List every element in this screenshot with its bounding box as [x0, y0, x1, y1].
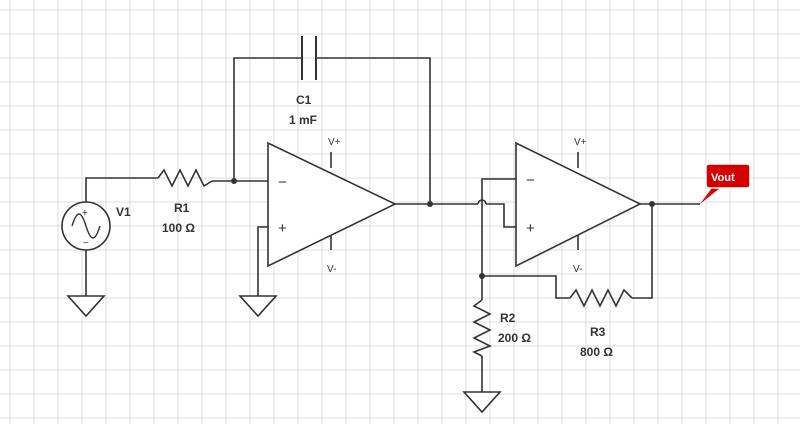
vout-tag-pointer — [700, 188, 720, 204]
ground-icon — [66, 295, 106, 318]
r1-label: R1 — [174, 201, 190, 215]
opamp2-noninverting-sign: + — [526, 220, 535, 237]
vout-label: Vout — [711, 172, 735, 184]
r3-label: R3 — [590, 325, 606, 339]
junction-dot — [231, 178, 237, 184]
source-plus-sign: + — [82, 208, 88, 219]
junction-dot — [479, 273, 485, 279]
opamp2-triangle — [515, 141, 642, 268]
wires — [85, 57, 700, 392]
source-minus-sign: − — [83, 238, 89, 249]
capacitor-c1[interactable]: C1 1 mF — [289, 36, 317, 127]
vout-tag-box — [705, 163, 751, 189]
opamp1-vplus-label: V+ — [328, 137, 341, 148]
resistor-r2[interactable]: R2 200 Ω — [472, 299, 531, 357]
ac-source-v1[interactable]: + − V1 — [61, 201, 131, 251]
wire-node-to-r3 — [482, 275, 570, 299]
ground-icon — [462, 391, 502, 414]
opamp1-vminus-label: V- — [327, 264, 336, 275]
ground-v1 — [66, 295, 106, 318]
resistor-r3-zigzag — [569, 288, 633, 308]
c1-value: 1 mF — [289, 113, 317, 127]
junctions — [231, 178, 655, 279]
resistor-r2-zigzag — [472, 299, 492, 357]
junction-dot — [427, 201, 433, 207]
r3-value: 800 Ω — [580, 345, 613, 359]
resistor-r1[interactable]: R1 100 Ω — [157, 168, 213, 235]
wire-inv2-node — [481, 178, 516, 276]
wire-feedback-right — [316, 57, 431, 204]
opamp1-triangle — [267, 141, 397, 268]
resistor-r3[interactable]: R3 800 Ω — [569, 288, 633, 359]
r2-label: R2 — [500, 311, 516, 325]
opamp2-vminus-label: V- — [573, 264, 582, 275]
opamp-1[interactable]: − + V+ V- — [267, 137, 397, 275]
opamp2-vplus-label: V+ — [574, 137, 587, 148]
wire-feedback-left — [233, 57, 302, 181]
wire-noninv1-ground — [257, 226, 268, 296]
v1-label: V1 — [116, 205, 131, 219]
vout-output-tag[interactable]: Vout — [700, 163, 751, 204]
r1-value: 100 Ω — [162, 221, 195, 235]
wire-to-noninv2 — [486, 203, 516, 228]
ground-opamp1 — [238, 295, 278, 318]
ground-r2 — [462, 391, 502, 414]
r2-value: 200 Ω — [498, 331, 531, 345]
opamp1-noninverting-sign: + — [278, 220, 287, 237]
c1-label: C1 — [296, 93, 312, 107]
opamp2-inverting-sign: − — [526, 172, 535, 189]
resistor-r1-zigzag — [157, 168, 213, 188]
opamp1-inverting-sign: − — [278, 174, 287, 191]
wire-v1-top — [85, 177, 158, 202]
opamp-2[interactable]: − + V+ V- — [515, 137, 642, 275]
ground-icon — [238, 295, 278, 318]
wire-r3-to-out — [632, 204, 653, 299]
junction-dot — [649, 201, 655, 207]
sine-wave-icon — [71, 213, 101, 239]
